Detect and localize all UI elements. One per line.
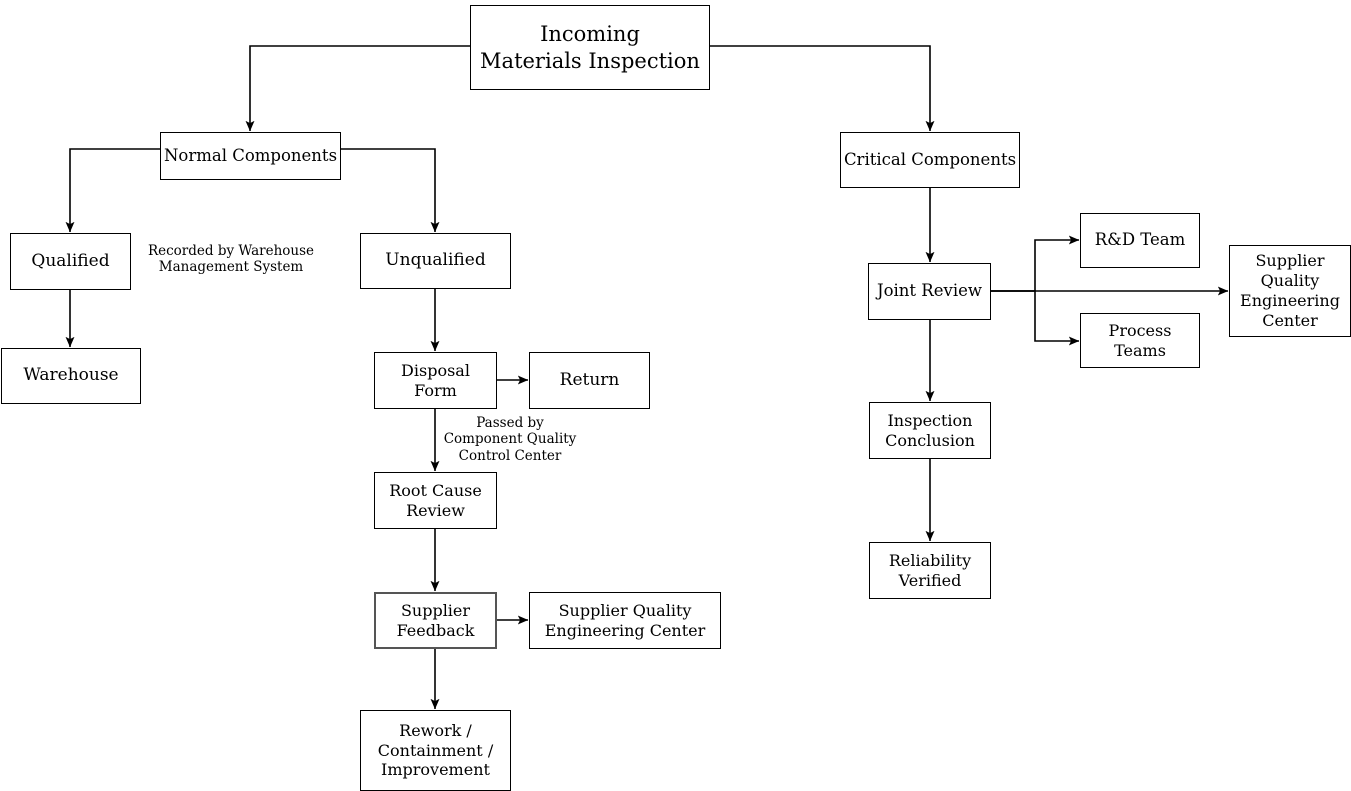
node-supplier-feedback[interactable]: Supplier Feedback — [374, 592, 497, 649]
node-supplier-quality-engineering-center-right[interactable]: Supplier Quality Engineering Center — [1229, 245, 1351, 337]
node-root-cause-review[interactable]: Root Cause Review — [374, 472, 497, 529]
node-unqualified[interactable]: Unqualified — [360, 233, 511, 289]
edge-label-recorded-by-warehouse-management-system: Recorded by Warehouse Management System — [147, 243, 315, 276]
node-disposal-form[interactable]: Disposal Form — [374, 352, 497, 409]
node-supplier-quality-engineering-center-left[interactable]: Supplier Quality Engineering Center — [529, 592, 721, 649]
node-inspection-conclusion[interactable]: Inspection Conclusion — [869, 402, 991, 459]
node-joint-review[interactable]: Joint Review — [868, 263, 991, 320]
edge-root-to-normal-components — [245, 45, 470, 132]
edge-joint-review-to-rd-team — [991, 235, 1080, 292]
node-reliability-verified[interactable]: Reliability Verified — [869, 542, 991, 599]
node-process-teams[interactable]: Process Teams — [1080, 313, 1200, 368]
edge-normal-components-to-qualified — [65, 148, 160, 233]
node-rd-team[interactable]: R&D Team — [1080, 213, 1200, 268]
node-qualified[interactable]: Qualified — [10, 233, 131, 290]
node-rework-containment-improvement[interactable]: Rework / Containment / Improvement — [360, 710, 511, 791]
node-incoming-materials-inspection[interactable]: Incoming Materials Inspection — [470, 5, 710, 90]
node-normal-components[interactable]: Normal Components — [160, 132, 341, 180]
node-return[interactable]: Return — [529, 352, 650, 409]
edge-label-passed-by-component-quality-control-center: Passed by Component Quality Control Cent… — [443, 415, 577, 464]
edge-root-to-critical-components — [710, 45, 935, 132]
edge-joint-review-to-process-teams — [991, 290, 1080, 346]
node-warehouse[interactable]: Warehouse — [1, 348, 141, 404]
edge-normal-components-to-unqualified — [341, 148, 440, 233]
node-critical-components[interactable]: Critical Components — [840, 132, 1020, 188]
